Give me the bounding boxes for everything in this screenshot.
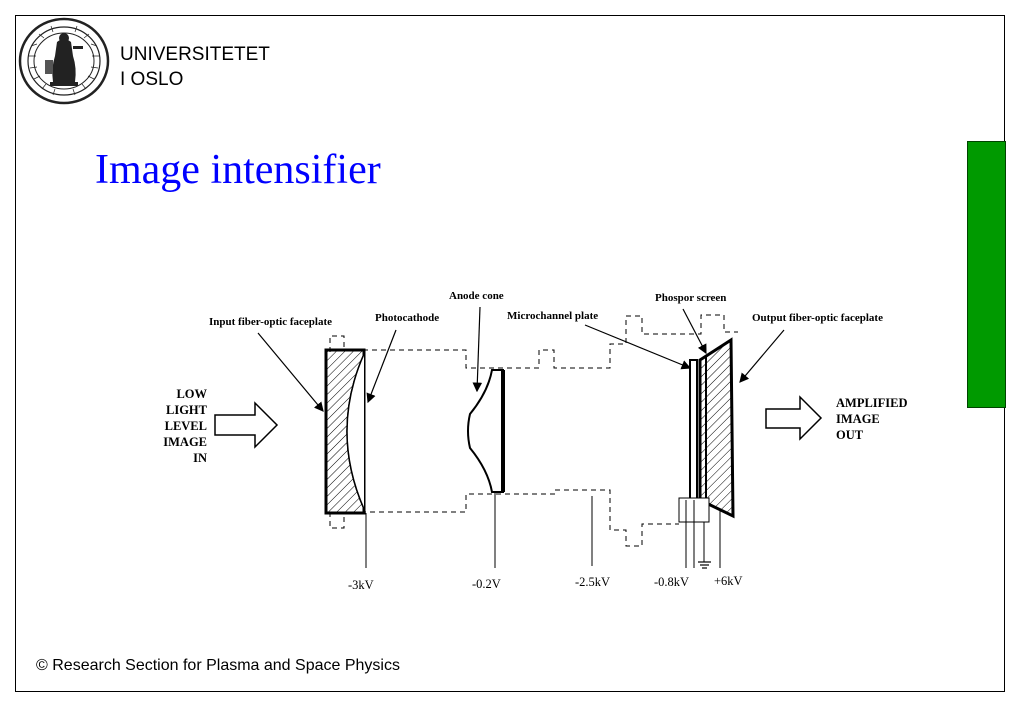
footer-copyright: © Research Section for Plasma and Space … xyxy=(36,657,400,674)
voltage-screen: +6kV xyxy=(714,574,743,588)
output-caption-line: IMAGE xyxy=(836,412,880,426)
input-caption: LOW LIGHT LEVEL IMAGE IN xyxy=(163,387,207,465)
output-caption-line: AMPLIFIED xyxy=(836,396,908,410)
tube-outline-top xyxy=(329,314,738,369)
output-caption-line: OUT xyxy=(836,428,864,442)
input-arrow-icon xyxy=(214,401,279,449)
university-line-1: UNIVERSITETET xyxy=(120,44,270,65)
ground-icon xyxy=(698,561,711,569)
label-anode-cone: Anode cone xyxy=(449,290,504,302)
label-input-faceplate: Input fiber-optic faceplate xyxy=(209,316,332,328)
microchannel-plate xyxy=(689,359,698,501)
slide-title: Image intensifier xyxy=(95,147,381,193)
output-arrow-icon xyxy=(765,395,823,441)
voltage-mcp: -0.8kV xyxy=(654,575,689,589)
voltage-tube: -2.5kV xyxy=(575,575,610,589)
university-line-2: I OSLO xyxy=(120,69,184,90)
input-caption-line: LEVEL xyxy=(165,419,207,433)
voltage-anode: -0.2V xyxy=(472,577,501,591)
green-accent-bar xyxy=(967,141,1006,408)
input-caption-line: LOW xyxy=(176,387,207,401)
label-microchannel-plate: Microchannel plate xyxy=(507,310,598,322)
tube-outline-bottom xyxy=(329,489,679,547)
label-phosphor-screen: Phospor screen xyxy=(655,292,726,304)
voltage-photocathode: -3kV xyxy=(348,578,374,592)
anode-cone xyxy=(467,369,504,493)
university-seal-logo xyxy=(18,17,110,105)
output-faceplate xyxy=(698,337,735,519)
input-caption-line: LIGHT xyxy=(166,403,208,417)
input-caption-line: IN xyxy=(193,451,207,465)
label-photocathode: Photocathode xyxy=(375,312,439,324)
input-caption-line: IMAGE xyxy=(163,435,207,449)
output-caption: AMPLIFIED IMAGE OUT xyxy=(836,396,908,442)
university-name: UNIVERSITETET I OSLO xyxy=(120,42,270,92)
label-output-faceplate: Output fiber-optic faceplate xyxy=(752,312,883,324)
